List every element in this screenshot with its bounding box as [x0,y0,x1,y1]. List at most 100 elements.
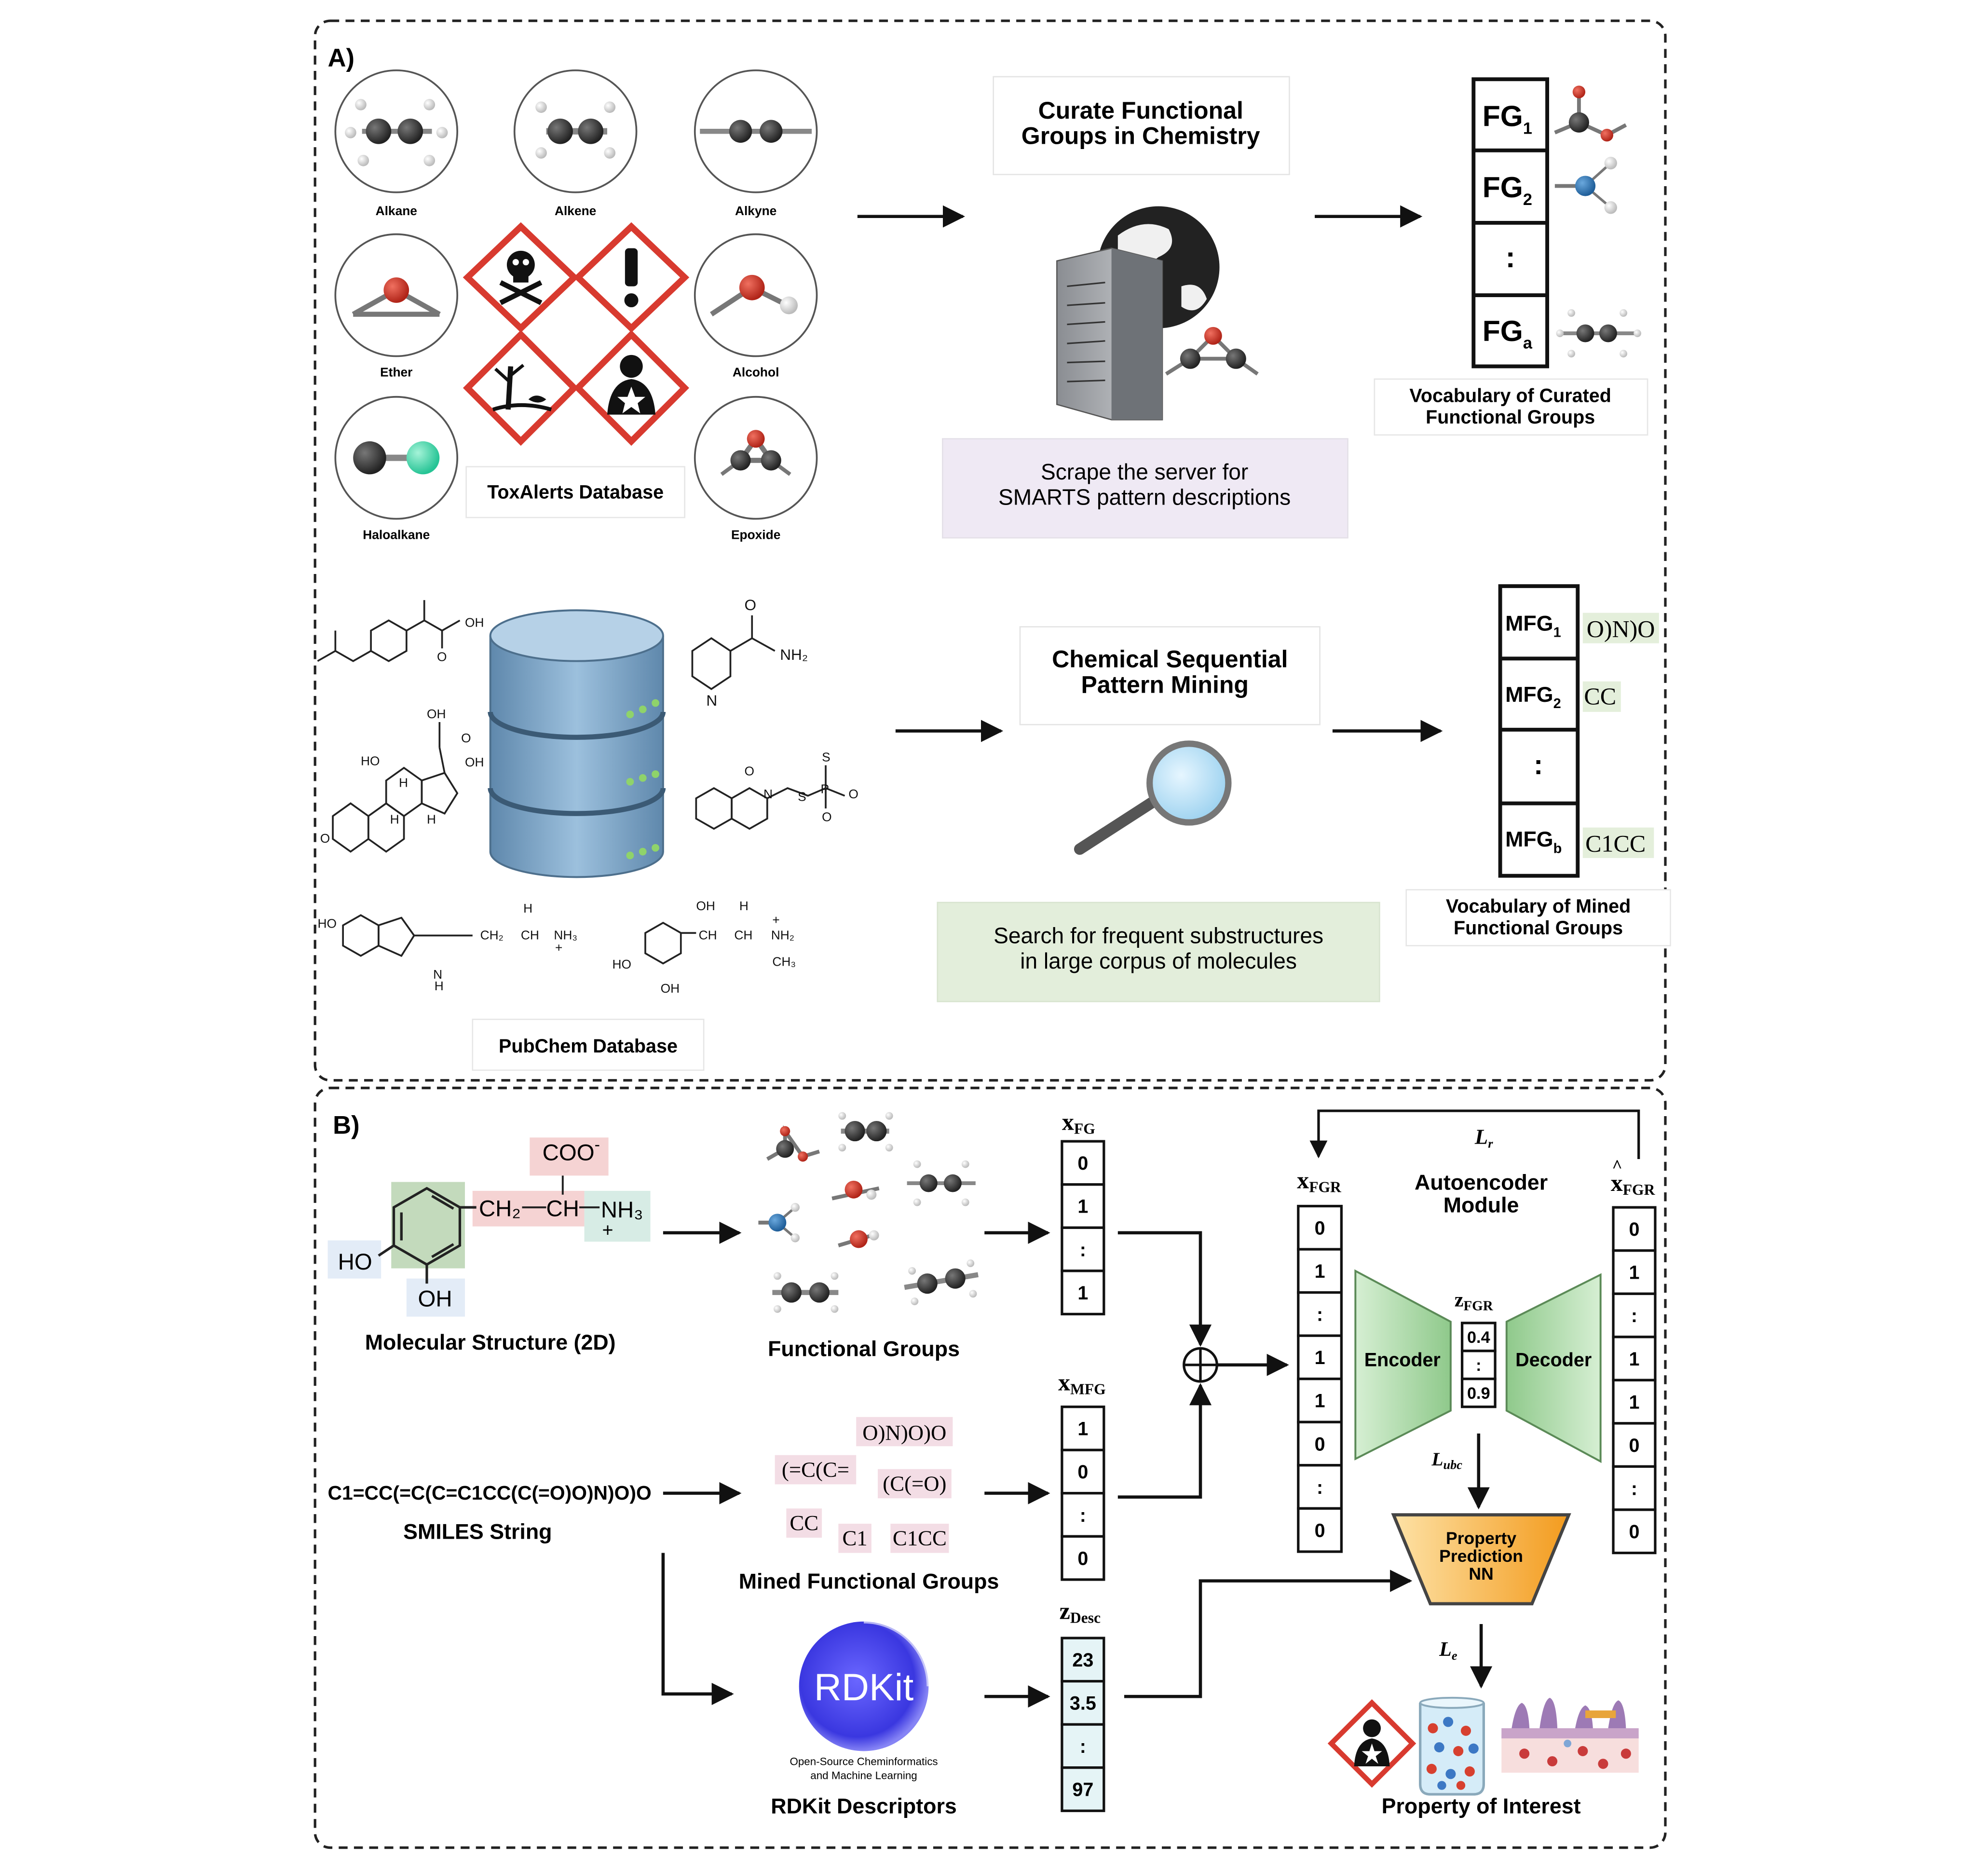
exclamation-hazard-icon [573,222,690,333]
reconstruction-loss-loop [1309,1109,1640,1160]
vector-cell [1460,1378,1497,1408]
property-nn-block [1391,1513,1571,1606]
vector-cell [1297,1334,1343,1380]
ether-molecule: Ether [334,233,459,380]
vector-value: 0 [1629,1219,1639,1240]
panel-a-border [313,19,1667,1082]
mfg-smiles-chip-2 [1582,681,1621,712]
nn-line-1: Property [1446,1529,1516,1548]
autoencoder-line-2: Module [1443,1193,1519,1217]
vector-value: : [1080,1239,1086,1260]
x-fg-label: xFG [1062,1108,1095,1137]
mol-nh3: NH₃ [601,1197,643,1223]
x-hat-caret: ^ [1612,1156,1622,1175]
z-desc-label: zDesc [1060,1598,1101,1626]
x-hat-fgr-vector: 01:110:0 [1612,1206,1657,1555]
property-caption: Property of Interest [1382,1794,1581,1818]
toxicity-hazard-icon [1327,1699,1416,1788]
ster-oh-top: OH [427,707,446,721]
z-desc-sym: z [1060,1598,1070,1625]
vector-cell [1612,1508,1657,1555]
vector-value: 1 [1315,1261,1325,1282]
sero-ch2: CH₂ [480,928,504,942]
vector-value: : [1080,1505,1086,1526]
vector-value: 0 [1315,1434,1325,1455]
loss-r-sub: r [1488,1136,1493,1150]
loss-e-sub: e [1452,1649,1457,1663]
vector-value: 1 [1077,1196,1088,1217]
cat-ho: HO [613,957,632,971]
sero-plus: + [555,941,562,955]
mfg-cell-1: MFG1 [1505,611,1561,640]
autoencoder-line-1: Autoencoder [1415,1170,1548,1194]
rdkit-logo-text: RDKit [814,1666,913,1708]
decoder-block [1505,1273,1602,1463]
z-fgr-label: zFGR [1455,1289,1494,1314]
skull-hazard-icon [463,222,579,333]
vector-value: 0 [1629,1435,1639,1456]
x-fg-sym: x [1062,1108,1074,1135]
mfg-chip-1: (=C(C= [782,1458,849,1482]
fg-cell-2: FG2 [1483,171,1532,209]
vector-value: 0 [1315,1520,1325,1541]
vector-cell [1612,1465,1657,1511]
pubchem-label: PubChem Database [499,1036,678,1057]
vector-cell [1061,1492,1105,1538]
loss-r-sym: L [1474,1124,1488,1148]
mfg-smiles-1: O)N)O [1587,615,1655,642]
mol-ch: CH [546,1196,579,1222]
x-hat-fgr-sym: x [1611,1169,1623,1196]
cat-oh: OH [696,899,715,913]
vector-value: 1 [1315,1391,1325,1412]
vector-cell [1460,1322,1497,1352]
vector-value: 0 [1629,1521,1639,1543]
encoder-label: Encoder [1364,1349,1441,1370]
ster-h2: H [427,812,436,827]
x-mfg-sub: MFG [1070,1380,1106,1397]
cat-ch3: CH₃ [772,955,796,969]
loss-e: Le [1439,1638,1457,1663]
mfg-chip-2: (C(=O) [883,1471,946,1495]
nic-n: N [706,692,717,709]
vector-cell [1061,1680,1105,1726]
cat-h: H [739,899,749,913]
vector-cell [1061,1766,1105,1812]
mfg-chip-0: O)N)O)O [862,1420,946,1445]
mfg-smiles-chip-1 [1582,613,1659,643]
nic-o: O [744,596,756,614]
scrape-box [942,438,1348,539]
vector-value: 0.4 [1467,1328,1490,1347]
mol-caption: Molecular Structure (2D) [365,1330,616,1354]
rdkit-logo: RDKit Open-Source Cheminformatics and Ma… [790,1619,938,1781]
x-fgr-sym: x [1297,1167,1309,1194]
rdkit-caption: RDKit Descriptors [771,1794,957,1818]
molecule-name-alcohol: Alcohol [733,365,779,380]
nn-line-2: Prediction [1439,1546,1523,1566]
ps-s: S [798,789,806,804]
cat-ch: CH [699,928,717,942]
database-icon [488,609,666,878]
curate-box [993,76,1290,176]
decoder-label: Decoder [1515,1349,1592,1370]
solubility-beaker-icon [1419,1696,1485,1796]
nic-nh2: NH₂ [780,646,808,663]
fg-cell-2-sub: 2 [1523,191,1532,209]
search-line-1: Search for frequent substructures [994,923,1323,948]
mfg-vocabulary-table: MFG1 MFG2 : MFGb [1498,584,1580,878]
sero-h-ring: H [435,979,444,993]
loss-ubc-sym: L [1431,1448,1443,1470]
sero-n: N [433,967,442,982]
fg-vocabulary-table: FG1 FG2 : FGa [1471,77,1549,369]
arrow-smiles-to-rdkit [661,1553,734,1705]
x-mfg-label: xMFG [1058,1368,1106,1397]
vector-cell [1061,1448,1105,1495]
toxalerts-label-box [465,466,685,519]
ps-o-bottom: O [822,809,831,824]
vector-cell [1612,1336,1657,1381]
cat-nh2: NH₂ [771,928,794,942]
mfg-caption: Mined Functional Groups [739,1569,999,1593]
ps-o-right: O [848,787,858,801]
ster-oh-right: OH [465,755,484,769]
fg-cell-a: FGa [1483,314,1533,353]
